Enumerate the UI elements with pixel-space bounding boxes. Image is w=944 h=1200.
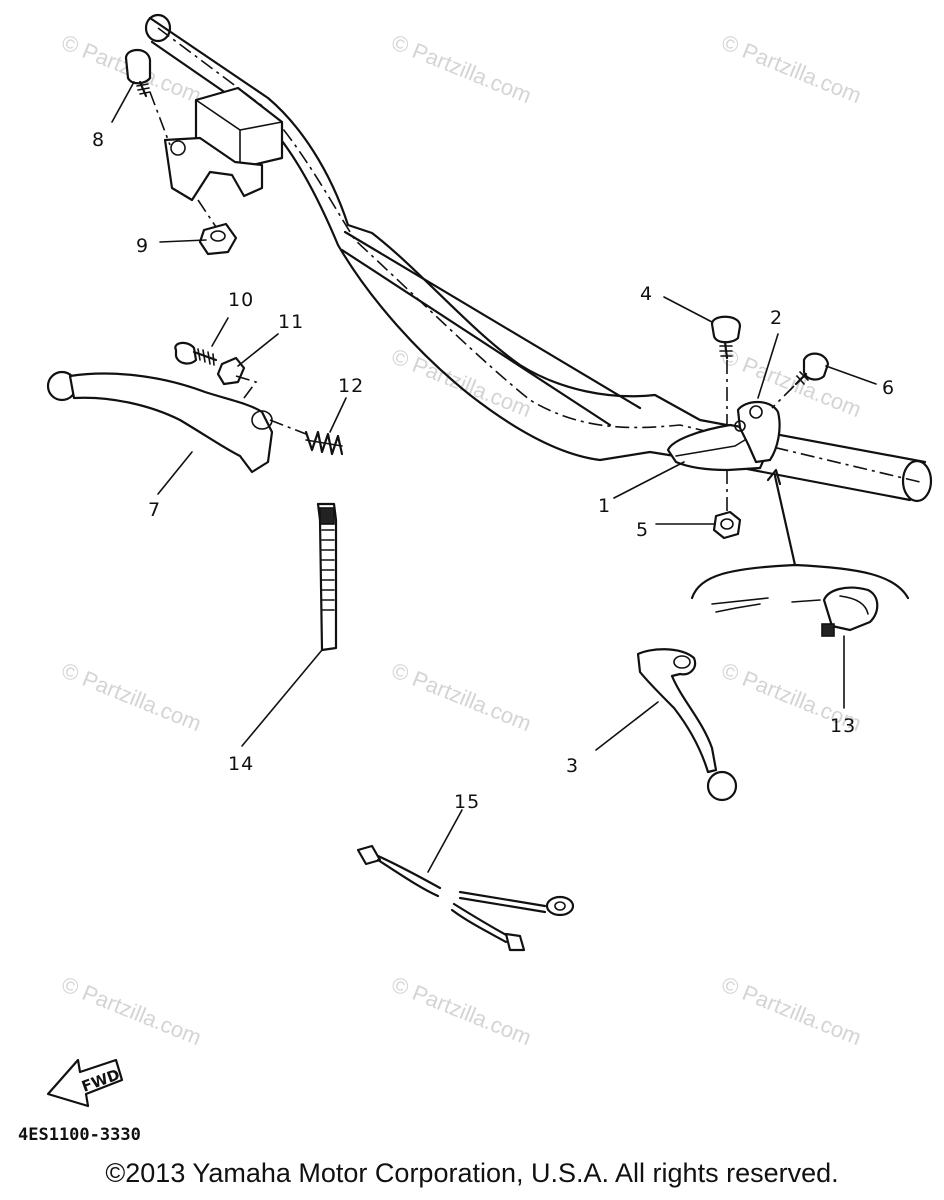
leader-lines — [111, 81, 877, 873]
callout-3: 3 — [566, 755, 579, 777]
diagram-code: 4ES1100-3330 — [18, 1125, 141, 1145]
part-9-nut — [198, 222, 238, 256]
callout-7: 7 — [148, 499, 161, 521]
callout-10: 10 — [228, 289, 254, 311]
watermark: © Partzilla.com — [58, 971, 205, 1050]
callout-5: 5 — [636, 519, 649, 541]
callout-14: 14 — [228, 753, 254, 775]
watermark: © Partzilla.com — [58, 657, 205, 736]
callout-1: 1 — [598, 495, 611, 517]
fwd-arrow-icon: FWD — [46, 1058, 124, 1108]
callout-4: 4 — [640, 283, 653, 305]
part-15-wire-lead — [356, 844, 575, 952]
callout-13: 13 — [830, 715, 856, 737]
callout-12: 12 — [338, 375, 364, 397]
part-14-cable-tie — [316, 502, 338, 652]
callout-8: 8 — [92, 129, 105, 151]
watermark: © Partzilla.com — [388, 343, 535, 422]
callout-11: 11 — [278, 311, 304, 333]
callout-6: 6 — [882, 377, 895, 399]
part-8-bolt — [124, 48, 152, 98]
callout-15: 15 — [454, 791, 480, 813]
watermark: © Partzilla.com — [388, 29, 535, 108]
watermark: © Partzilla.com — [388, 657, 535, 736]
part-3-lever — [636, 648, 738, 802]
master-cylinder — [149, 86, 284, 231]
lever-bracket-assembly — [666, 315, 830, 540]
watermark: © Partzilla.com — [718, 29, 865, 108]
callout-9: 9 — [136, 235, 149, 257]
part-10-bolt — [174, 341, 218, 366]
part-12-spring — [269, 419, 344, 456]
part-7-lever — [46, 370, 274, 474]
copyright-notice: ©2013 Yamaha Motor Corporation, U.S.A. A… — [105, 1158, 839, 1188]
watermark: © Partzilla.com — [718, 971, 865, 1050]
part-13-switch-detail — [690, 468, 910, 637]
handlebar — [144, 13, 933, 503]
watermark: © Partzilla.com — [388, 971, 535, 1050]
callout-numbers: 1 2 3 4 5 6 7 8 9 10 11 12 13 14 15 — [92, 129, 895, 813]
callout-2: 2 — [770, 307, 783, 329]
